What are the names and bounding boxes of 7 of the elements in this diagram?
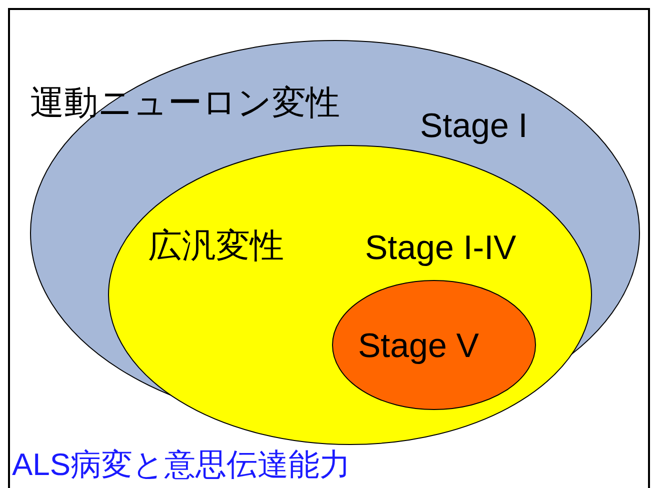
middle-ellipse bbox=[108, 145, 592, 445]
region-label: 広汎変性 bbox=[148, 228, 284, 266]
inner-ellipse bbox=[332, 280, 536, 410]
caption: ALS病変と意思伝達能力 bbox=[12, 446, 351, 484]
region-label: Stage I-IV bbox=[365, 230, 516, 268]
region-label: Stage V bbox=[358, 328, 479, 366]
region-label: Stage I bbox=[420, 108, 528, 146]
